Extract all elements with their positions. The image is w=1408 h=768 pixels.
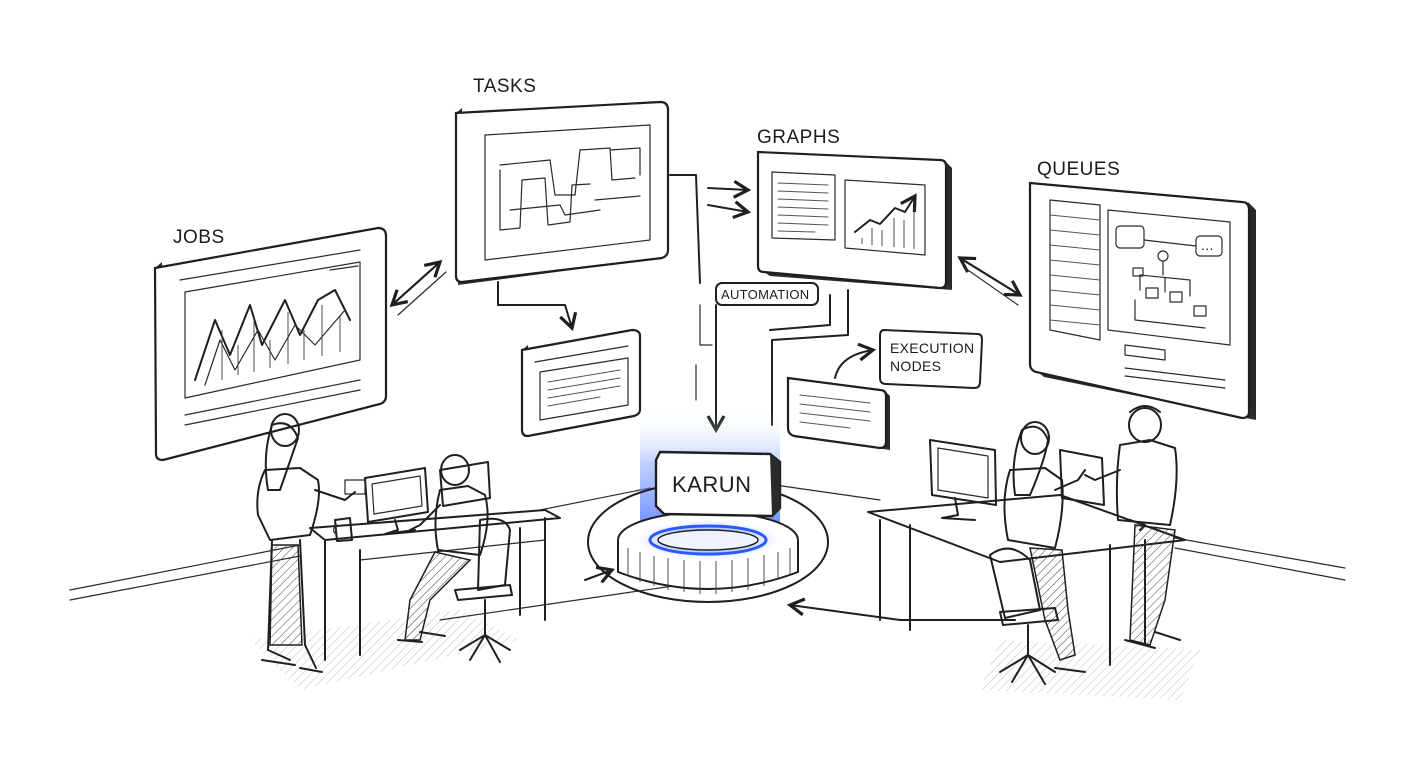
jobs-panel: JOBS <box>153 226 388 462</box>
karun-core: KARUN <box>587 410 829 603</box>
execution-nodes-line2: NODES <box>890 358 941 374</box>
svg-text:...: ... <box>1201 237 1214 253</box>
graphs-panel: GRAPHS <box>756 127 952 290</box>
karun-label: KARUN <box>672 472 752 497</box>
left-floor-shadow <box>250 610 520 690</box>
connectors <box>389 174 1023 621</box>
execution-nodes-box: EXECUTION NODES <box>879 329 983 389</box>
tasks-label: TASKS <box>473 76 536 97</box>
task-detail-card <box>520 328 642 438</box>
graphs-label: GRAPHS <box>757 127 840 148</box>
queues-label: QUEUES <box>1037 159 1120 180</box>
queues-panel: QUEUES ... <box>1028 159 1256 420</box>
floor-lines <box>69 484 1346 621</box>
execution-nodes-line1: EXECUTION <box>890 340 974 356</box>
tasks-panel: TASKS <box>454 76 670 285</box>
jobs-label: JOBS <box>173 227 225 248</box>
execution-card <box>786 376 890 450</box>
automation-tag: AUTOMATION <box>715 282 819 306</box>
right-workstation <box>867 405 1200 700</box>
automation-label: AUTOMATION <box>721 287 809 302</box>
